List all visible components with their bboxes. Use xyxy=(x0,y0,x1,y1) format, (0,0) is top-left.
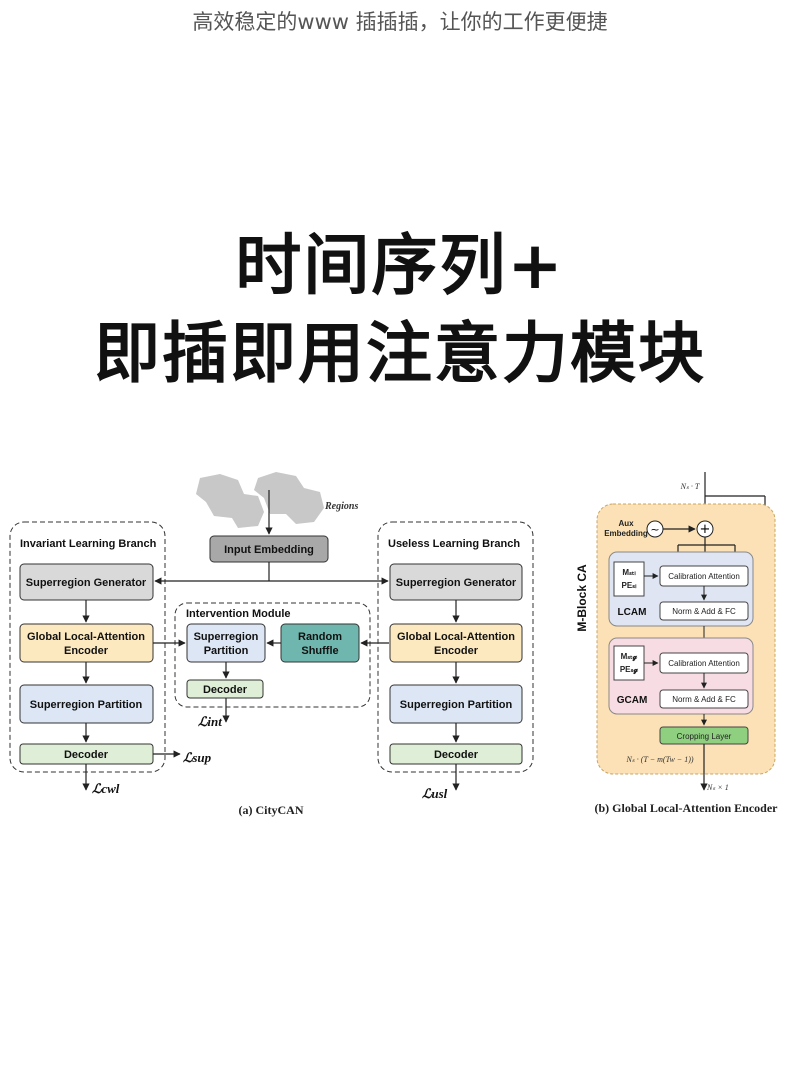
gcam-m-label: Mₛₜ𝓰 xyxy=(621,652,638,662)
invariant-partition-label: Superregion Partition xyxy=(30,699,143,711)
gcam-pe-label: PEₛ𝓰 xyxy=(620,665,639,675)
lcam-norm xyxy=(659,601,749,621)
useless-branch-title: Useless Learning Branch xyxy=(388,538,520,550)
random-shuffle-line2: Shuffle xyxy=(301,645,338,657)
gcam-norm-label: Norm & Add & FC xyxy=(672,695,736,704)
invariant-encoder-line2: Encoder xyxy=(64,645,109,657)
page-caption: 高效稳定的www 插插插，让你的工作更便捷 xyxy=(192,10,608,34)
loss-usl: ℒusl xyxy=(422,786,448,801)
input-embedding-label: Input Embedding xyxy=(224,544,314,556)
useless-generator-label: Superregion Generator xyxy=(396,577,517,589)
intervention-partition-line1: Superregion xyxy=(194,631,259,643)
headline-line-1: 时间序列+ xyxy=(235,227,565,304)
side-formula: Nₛ · (T − m(Tw − 1)) xyxy=(625,755,693,764)
intervention-decoder xyxy=(186,679,264,699)
invariant-decoder-label: Decoder xyxy=(64,749,109,761)
gcam-label: GCAM xyxy=(617,695,648,706)
cropping-label: Cropping Layer xyxy=(677,732,732,741)
loss-cwl: ℒcwl xyxy=(92,781,120,796)
aux-embedding-line1: Aux xyxy=(618,519,634,528)
invariant-encoder-line1: Global Local-Attention xyxy=(27,631,145,643)
citycan-subcaption: (a) CityCAN xyxy=(239,803,304,817)
loss-sup: ℒsup xyxy=(183,750,212,765)
encoder-subcaption: (b) Global Local-Attention Encoder xyxy=(595,801,779,815)
invariant-branch-title: Invariant Learning Branch xyxy=(20,538,157,550)
loss-int: ℒint xyxy=(198,714,222,729)
invariant-generator-label: Superregion Generator xyxy=(26,577,147,589)
encoder-input-label: Nₛ · T xyxy=(680,482,700,491)
lcam-pe-label: PEₛₗ xyxy=(622,581,638,590)
lcam-m-label: Mₛₜₗ xyxy=(622,568,636,577)
plus-glyph: + xyxy=(700,522,711,537)
useless-encoder-line1: Global Local-Attention xyxy=(397,631,515,643)
headline-line-2: 即插即用注意力模块 xyxy=(94,315,706,392)
invariant-branch-container xyxy=(9,521,166,773)
random-shuffle-line1: Random xyxy=(298,631,342,643)
intervention-partition-line2: Partition xyxy=(204,645,249,657)
aux-embedding-line2: Embedding xyxy=(604,529,648,538)
tilde-glyph: ~ xyxy=(650,523,659,536)
lcam-norm-label: Norm & Add & FC xyxy=(672,607,736,616)
gcam-norm xyxy=(659,689,749,709)
regions-map-icon xyxy=(196,472,324,528)
intervention-module-title: Intervention Module xyxy=(186,608,291,620)
lcam-pe-box xyxy=(613,561,645,597)
regions-label: Regions xyxy=(324,501,358,512)
gcam-pe-box xyxy=(613,645,645,681)
mblock-label: M-Block CA xyxy=(575,564,589,632)
gcam-calibration-label: Calibration Attention xyxy=(668,659,740,668)
useless-decoder-label: Decoder xyxy=(434,749,479,761)
lcam-label: LCAM xyxy=(618,607,647,618)
useless-encoder-line2: Encoder xyxy=(434,645,479,657)
encoder-output-label: Nₛ × 1 xyxy=(706,783,729,792)
useless-partition-label: Superregion Partition xyxy=(400,699,513,711)
intervention-decoder-label: Decoder xyxy=(203,684,248,696)
lcam-calibration-label: Calibration Attention xyxy=(668,572,740,581)
